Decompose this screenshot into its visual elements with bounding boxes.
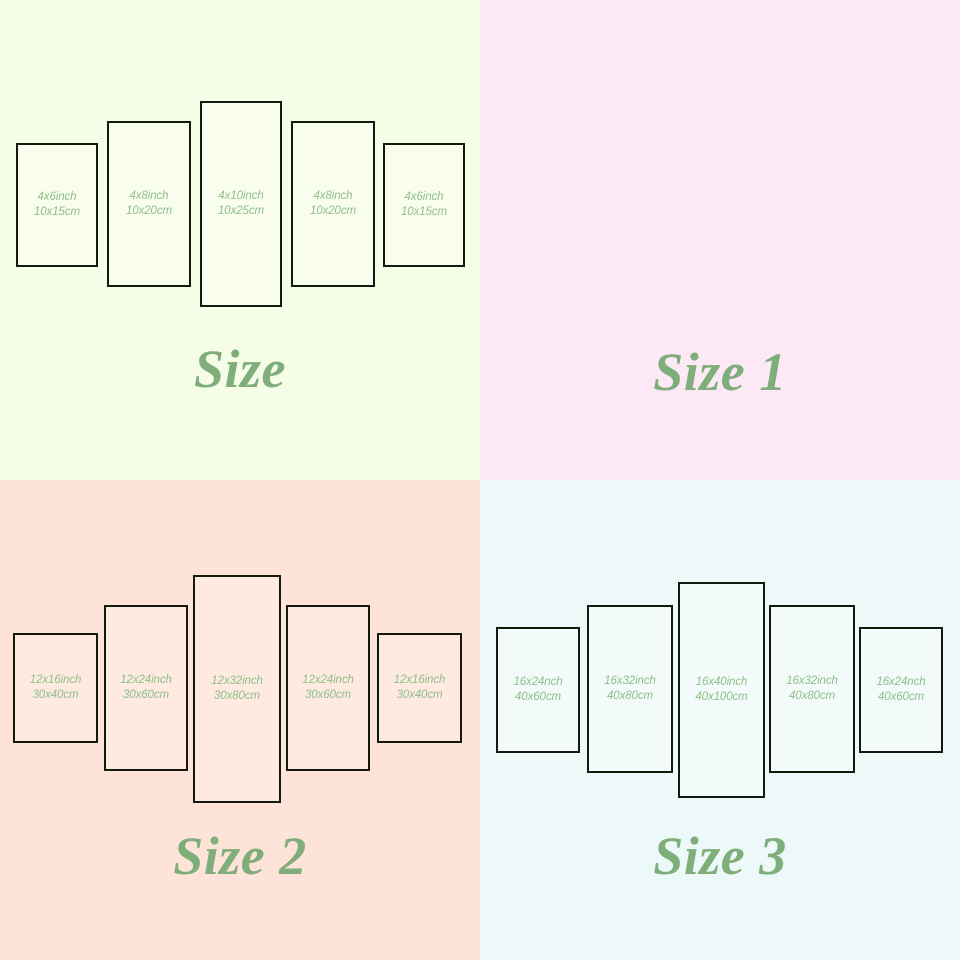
canvas-frame-2: 4x8inch 10x20cm <box>107 121 191 287</box>
canvas-frame-4: 16x32inch 40x80cm <box>769 605 855 773</box>
panel-heading-size-1: Size 1 <box>653 342 787 402</box>
panel-heading-size-2: Size 2 <box>173 826 307 886</box>
canvas-frame-2: 16x32inch 40x80cm <box>587 605 673 773</box>
frame-group-size: 4x6inch 10x15cm 4x8inch 10x20cm 4x10inch 10x2… <box>0 0 480 380</box>
size-label-inch: 12x16inch <box>29 674 82 686</box>
size-label-inch: 12x24inch <box>120 674 172 686</box>
frame-group-size-2: 12x16inch 30x40cm 12x24inch 30x60cm 12x32inc… <box>0 480 480 860</box>
canvas-frame-3: 16x40inch 40x100cm <box>678 582 765 798</box>
size-label-inch: 16x32inch <box>786 675 838 687</box>
size-label-cm: 40x80cm <box>789 690 835 702</box>
canvas-frame-1: 12x16inch 30x40cm <box>13 633 98 743</box>
canvas-frame-2: 12x24inch 30x60cm <box>104 605 188 771</box>
size-label-cm: 40x80cm <box>607 690 653 702</box>
canvas-frame-5: 12x16inch 30x40cm <box>377 633 462 743</box>
size-label-inch: 4x10inch <box>218 190 264 202</box>
size-label-inch: 4x8inch <box>129 190 169 202</box>
frame-group-size-1: 8x14nch20x35cm8x18inch20x45cm8x22inch20x… <box>480 0 960 380</box>
canvas-frame-3: 12x32inch 30x80cm <box>193 575 281 803</box>
size-label-cm: 30x40cm <box>396 689 443 701</box>
size-label-cm: 30x80cm <box>214 690 260 702</box>
size-label-cm: 30x60cm <box>123 689 169 701</box>
size-label-cm: 30x60cm <box>305 689 351 701</box>
size-label-cm: 10x25cm <box>218 205 264 217</box>
size-label-inch: 12x32inch <box>211 675 263 687</box>
canvas-frame-1: 16x24nch 40x60cm <box>496 627 580 753</box>
panel-size-3: 16x24nch 40x60cm 16x32inch 40x80cm 16x40inch… <box>480 480 960 960</box>
size-label-cm: 10x15cm <box>401 206 447 218</box>
panel-size-1: 8x14nch20x35cm8x18inch20x45cm8x22inch20x… <box>480 0 960 480</box>
canvas-frame-5: 16x24nch 40x60cm <box>859 627 943 753</box>
canvas-frame-3: 4x10inch 10x25cm <box>200 101 282 307</box>
size-label-cm: 40x60cm <box>515 691 561 703</box>
canvas-frame-1: 4x6inch 10x15cm <box>16 143 98 267</box>
canvas-frame-4: 12x24inch 30x60cm <box>286 605 370 771</box>
size-label-cm: 10x15cm <box>34 206 80 218</box>
size-label-inch: 12x24inch <box>302 674 354 686</box>
frame-group-size-3: 16x24nch 40x60cm 16x32inch 40x80cm 16x40inch… <box>480 480 960 860</box>
size-label-cm: 30x40cm <box>32 689 79 701</box>
size-label-cm: 10x20cm <box>310 205 356 217</box>
size-label-cm: 40x100cm <box>695 691 748 703</box>
size-label-inch: 16x24nch <box>513 676 563 688</box>
panel-heading-size: Size <box>193 339 287 399</box>
panel-size-2: 12x16inch 30x40cm 12x24inch 30x60cm 12x32inc… <box>0 480 480 960</box>
canvas-frame-4: 4x8inch 10x20cm <box>291 121 375 287</box>
size-label-inch: 4x6inch <box>37 191 77 203</box>
size-label-inch: 12x16inch <box>393 674 446 686</box>
size-label-cm: 10x20cm <box>126 205 172 217</box>
panel-size: 4x6inch 10x15cm 4x8inch 10x20cm 4x10inch 10x2… <box>0 0 480 480</box>
size-label-inch: 4x8inch <box>313 190 353 202</box>
size-label-cm: 40x60cm <box>878 691 924 703</box>
size-label-inch: 4x6inch <box>404 191 444 203</box>
canvas-frame-5: 4x6inch 10x15cm <box>383 143 465 267</box>
size-label-inch: 16x24nch <box>876 676 926 688</box>
panel-heading-size-3: Size 3 <box>653 826 787 886</box>
size-label-inch: 16x32inch <box>604 675 656 687</box>
size-label-inch: 16x40inch <box>695 676 748 688</box>
